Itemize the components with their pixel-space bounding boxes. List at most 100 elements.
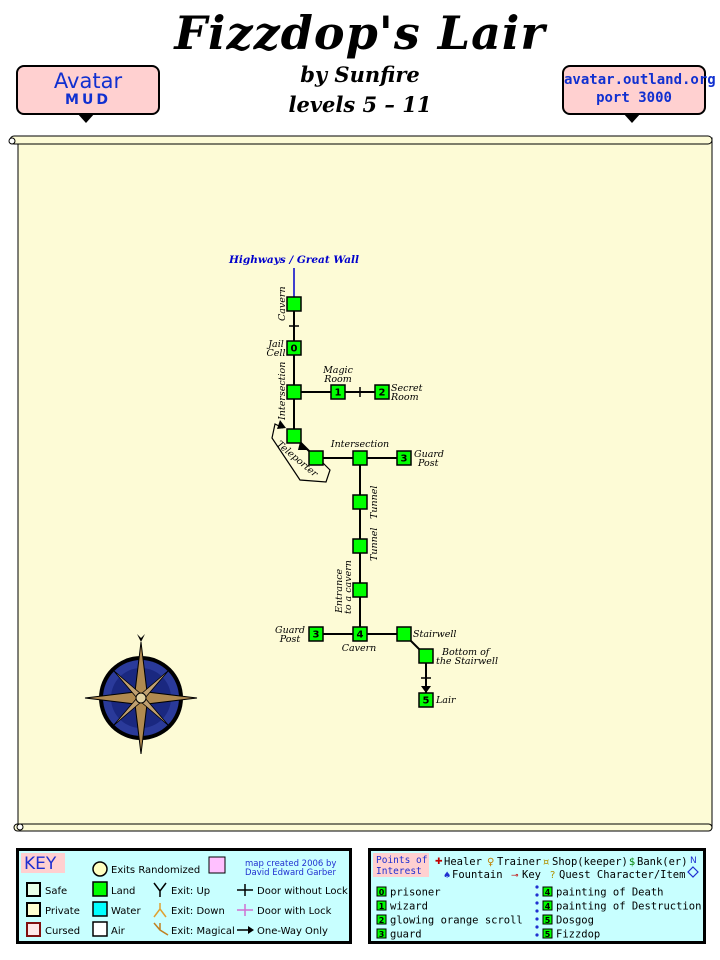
- private-swatch: [26, 902, 41, 917]
- map-credit-icon: [208, 856, 226, 874]
- server-host: avatar.outland.org: [564, 72, 716, 88]
- trainer-icon: ♀: [487, 857, 494, 868]
- land-swatch: [92, 881, 108, 897]
- poi-number-swatch: [542, 900, 553, 911]
- room-label-line: to a cavern: [343, 560, 354, 614]
- room-guard1[interactable]: [396, 450, 412, 466]
- room-jail[interactable]: [286, 340, 302, 356]
- door-with-lock-icon: [237, 904, 253, 916]
- room-label-line: Bottom of: [441, 647, 491, 658]
- room-number: 2: [379, 388, 386, 399]
- poi-item: Fizzdop: [556, 929, 600, 941]
- room-cavern-bottom[interactable]: [352, 626, 368, 642]
- badge-pointer-icon: [77, 113, 95, 123]
- room-tele-a[interactable]: [286, 428, 302, 444]
- poi-number-swatch: [542, 914, 553, 925]
- legend-shop: Shop(keeper): [552, 856, 628, 868]
- room-number: 3: [313, 630, 320, 641]
- room-magic[interactable]: [330, 384, 346, 400]
- room-label-line: Cell: [267, 348, 286, 359]
- room-bottom[interactable]: [418, 648, 434, 664]
- room-tele-b[interactable]: [308, 450, 324, 466]
- server-port: port 3000: [596, 90, 672, 106]
- room-label-line: Secret: [391, 383, 423, 394]
- points-of-interest: Points of Interest ✚ Healer ♀ Trainer ¤ …: [368, 848, 706, 944]
- poi-number-swatch: [376, 886, 387, 897]
- room-label: Tunnel: [369, 486, 380, 519]
- room-label-line: Room: [323, 374, 352, 385]
- server-badge[interactable]: avatar.outland.org port 3000: [562, 65, 716, 115]
- legend-healer: Healer: [444, 856, 482, 868]
- room-guard2[interactable]: [308, 626, 324, 642]
- poi-title-line1: Points of: [376, 855, 427, 866]
- key-air: Air: [111, 926, 126, 937]
- one-way-loop: [271, 423, 331, 483]
- key-land: Land: [111, 886, 135, 897]
- exits-randomized-icon: [92, 861, 108, 877]
- room-label: Cavern: [277, 286, 288, 321]
- one-way-arrow-icon: [248, 926, 254, 934]
- key-water: Water: [111, 906, 141, 917]
- poi-title-bg: [373, 853, 429, 877]
- key-exit-magical: Exit: Magical: [171, 926, 235, 937]
- doors: [289, 325, 431, 679]
- poi-item: guard: [390, 929, 422, 941]
- room-entrance[interactable]: [352, 582, 368, 598]
- key-door-no-lock: Door without Lock: [257, 886, 348, 897]
- map-key: KEY Exits Randomized map created 2006 by…: [16, 848, 352, 944]
- arrow-icon: [298, 442, 307, 450]
- room-label-line: Guard: [414, 449, 444, 460]
- room-inter1[interactable]: [286, 384, 302, 400]
- divider-dots: [535, 885, 539, 937]
- poi-number-swatch: [542, 928, 553, 939]
- poi-title-line2: Interest: [376, 866, 422, 877]
- room-label: Lair: [435, 695, 457, 706]
- poi-item: glowing orange scroll: [390, 915, 523, 927]
- north-diamond-icon: [687, 866, 699, 878]
- poi-number-swatch: [376, 900, 387, 911]
- water-swatch: [92, 901, 108, 917]
- room-cavern-top[interactable]: [286, 296, 302, 312]
- poi-number: 1: [379, 902, 385, 911]
- room-number: 5: [423, 696, 430, 707]
- poi-item: wizard: [390, 901, 428, 913]
- room-label-line: Jail: [266, 339, 284, 350]
- byline: by Sunfire levels 5 – 11: [0, 60, 720, 120]
- room-label-line: Entrance: [334, 568, 345, 614]
- room-label: Cavern: [342, 643, 377, 654]
- air-swatch: [92, 921, 108, 937]
- poi-item: Dosgog: [556, 915, 594, 927]
- key-icon: ⊸: [511, 871, 519, 881]
- credit-line1: map created 2006 by: [245, 859, 336, 869]
- shop-icon: ¤: [543, 857, 549, 868]
- room-label-line: Post: [417, 458, 439, 469]
- scroll-top-roll: [9, 135, 713, 145]
- healer-icon: ✚: [435, 857, 443, 867]
- room-stairwell[interactable]: [396, 626, 412, 642]
- credit-line2: David Edward Garber: [245, 868, 337, 878]
- room-inter2[interactable]: [352, 450, 368, 466]
- room-secret[interactable]: [374, 384, 390, 400]
- room-tunnel2[interactable]: [352, 538, 368, 554]
- fountain-icon: ♠: [443, 871, 451, 881]
- room-label-line: the Stairwell: [436, 656, 498, 667]
- arrow-icon: [421, 686, 431, 693]
- key-private: Private: [45, 906, 80, 917]
- room-label: Tunnel: [369, 528, 380, 561]
- exits-randomized-label: Exits Randomized: [111, 865, 200, 876]
- room-lair[interactable]: [418, 692, 434, 708]
- key-title: KEY: [24, 854, 57, 874]
- page-title: Fizzdop's Lair: [174, 6, 546, 60]
- scroll-curl-icon: [8, 137, 16, 145]
- safe-swatch: [26, 882, 41, 897]
- exit-down-icon: [153, 903, 167, 918]
- poi-number: 0: [379, 888, 385, 897]
- room-label-line: Post: [279, 634, 301, 645]
- room-tunnel1[interactable]: [352, 494, 368, 510]
- quest-icon: ?: [550, 870, 555, 881]
- entrance-label[interactable]: Highways / Great Wall: [228, 254, 359, 266]
- badge-pointer-icon: [623, 113, 641, 123]
- key-graphics: KEY Exits Randomized map created 2006 by…: [21, 853, 348, 937]
- poi-number-swatch: [376, 914, 387, 925]
